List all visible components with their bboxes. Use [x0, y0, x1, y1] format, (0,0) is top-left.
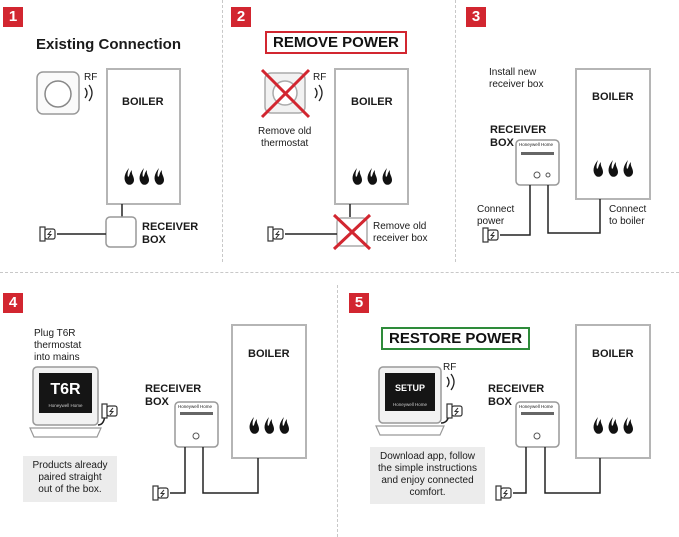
rf-waves-icon	[314, 84, 323, 102]
step-title: REMOVE POWER	[265, 31, 407, 54]
plug-icon	[101, 403, 118, 419]
panel-4	[29, 324, 307, 501]
receiver-label: RECEIVER BOX	[145, 383, 202, 408]
divider	[455, 0, 456, 262]
panel-2	[260, 68, 409, 251]
receiver-label: RECEIVER BOX	[142, 221, 199, 246]
step-number: 4	[3, 293, 23, 313]
rf-waves-icon	[84, 84, 93, 102]
remove-cross-icon	[332, 213, 372, 251]
plug-icon	[495, 485, 512, 501]
receiver-brand: Honeywell Home	[178, 404, 213, 409]
step-title: RESTORE POWER	[381, 327, 531, 350]
receiver-brand: Honeywell Home	[519, 142, 554, 147]
plug-icon	[482, 227, 499, 243]
paired-note: Products already paired straight out of …	[23, 456, 117, 502]
panel-1	[36, 68, 181, 248]
step-title: Existing Connection	[36, 36, 182, 53]
rf-label: RF	[443, 362, 457, 373]
boiler-label: BOILER	[248, 348, 290, 360]
step-number: 2	[231, 7, 251, 27]
thermostat-brand: Honeywell Home	[392, 402, 427, 407]
boiler-label: BOILER	[122, 96, 164, 108]
step-number: 3	[466, 7, 486, 27]
divider	[222, 0, 223, 262]
divider	[337, 285, 338, 537]
remove-thermostat-label: Remove old thermostat	[258, 126, 312, 149]
thermostat-display-text: SETUP	[394, 383, 425, 393]
install-label: Install new receiver box	[489, 67, 544, 90]
connect-boiler-label: Connect to boiler	[609, 204, 647, 227]
receiver-label: RECEIVER BOX	[490, 124, 547, 149]
plug-icon	[152, 485, 169, 501]
thermostat-brand: Honeywell Home	[48, 403, 83, 408]
boiler-label: BOILER	[592, 91, 634, 103]
receiver-brand: Honeywell Home	[519, 404, 554, 409]
step-number: 1	[3, 7, 23, 27]
app-note: Download app, follow the simple instruct…	[370, 447, 485, 504]
plug-icon	[267, 226, 284, 242]
thermostat-dial	[44, 80, 72, 108]
plug-icon	[39, 226, 56, 242]
rf-label: RF	[313, 72, 327, 83]
boiler-box	[575, 68, 651, 200]
plug-icon	[446, 403, 463, 419]
panel-5	[375, 324, 651, 501]
boiler-label: BOILER	[351, 96, 393, 108]
receiver-label: RECEIVER BOX	[488, 383, 545, 408]
panel-3	[482, 68, 651, 243]
divider	[0, 272, 679, 273]
connect-power-label: Connect power	[477, 204, 515, 227]
receiver-box	[105, 216, 137, 248]
boiler-box	[575, 324, 651, 459]
rf-label: RF	[84, 72, 98, 83]
thermostat-display-text: T6R	[50, 381, 81, 398]
plug-label: Plug T6R thermostat into mains	[34, 328, 82, 363]
remove-cross-icon	[260, 68, 311, 119]
boiler-label: BOILER	[592, 348, 634, 360]
boiler-box	[231, 324, 307, 459]
step-number: 5	[349, 293, 369, 313]
remove-receiver-label: Remove old receiver box	[373, 221, 428, 244]
